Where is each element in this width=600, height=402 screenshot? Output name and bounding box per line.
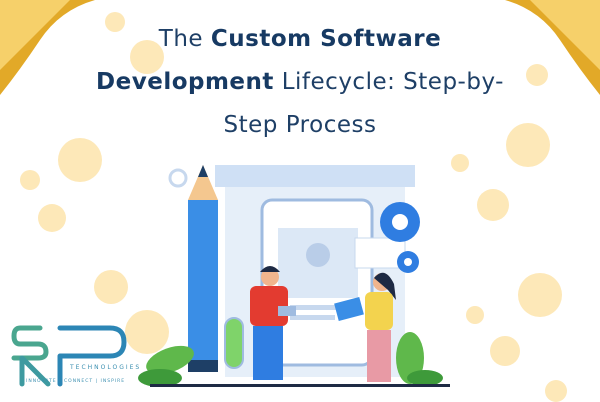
logo-mark (11, 325, 127, 387)
decor-dot (451, 154, 469, 172)
ruler (215, 165, 415, 187)
decor-dot (38, 204, 66, 232)
decor-dot (490, 336, 520, 366)
decor-dot (130, 40, 164, 74)
test-tube (224, 317, 244, 369)
title-bold-text: Custom Software (210, 26, 442, 52)
gear-icon (168, 168, 188, 188)
pencil (188, 200, 218, 360)
title-bold-text: Development (96, 69, 274, 95)
decor-dot (518, 273, 562, 317)
logo-tagline: INNOVATE | CONNECT | INSPIRE (26, 379, 126, 384)
page-title: The Custom Software Development Lifecycl… (60, 18, 540, 147)
decor-dot (545, 380, 567, 402)
company-logo: TECHNOLOGIES INNOVATE | CONNECT | INSPIR… (12, 322, 142, 392)
title-text: The (158, 26, 211, 52)
decor-dot (466, 306, 484, 324)
logo-name: TECHNOLOGIES (70, 364, 142, 371)
decor-dot (506, 123, 550, 167)
title-text: Step Process (223, 112, 377, 138)
decor-dot (125, 310, 169, 354)
decor-dot (477, 189, 509, 221)
title-line-2: Development Lifecycle: Step-by- (60, 61, 540, 104)
decor-dot (526, 64, 548, 86)
plant-leaf (146, 345, 194, 375)
decor-dot (94, 270, 128, 304)
title-line-3: Step Process (60, 104, 540, 147)
man-figure (261, 268, 279, 286)
decor-dot (105, 12, 125, 32)
title-text: Lifecycle: Step-by- (273, 69, 504, 95)
decor-dot (20, 170, 40, 190)
title-line-1: The Custom Software (60, 18, 540, 61)
decor-dot (58, 138, 102, 182)
